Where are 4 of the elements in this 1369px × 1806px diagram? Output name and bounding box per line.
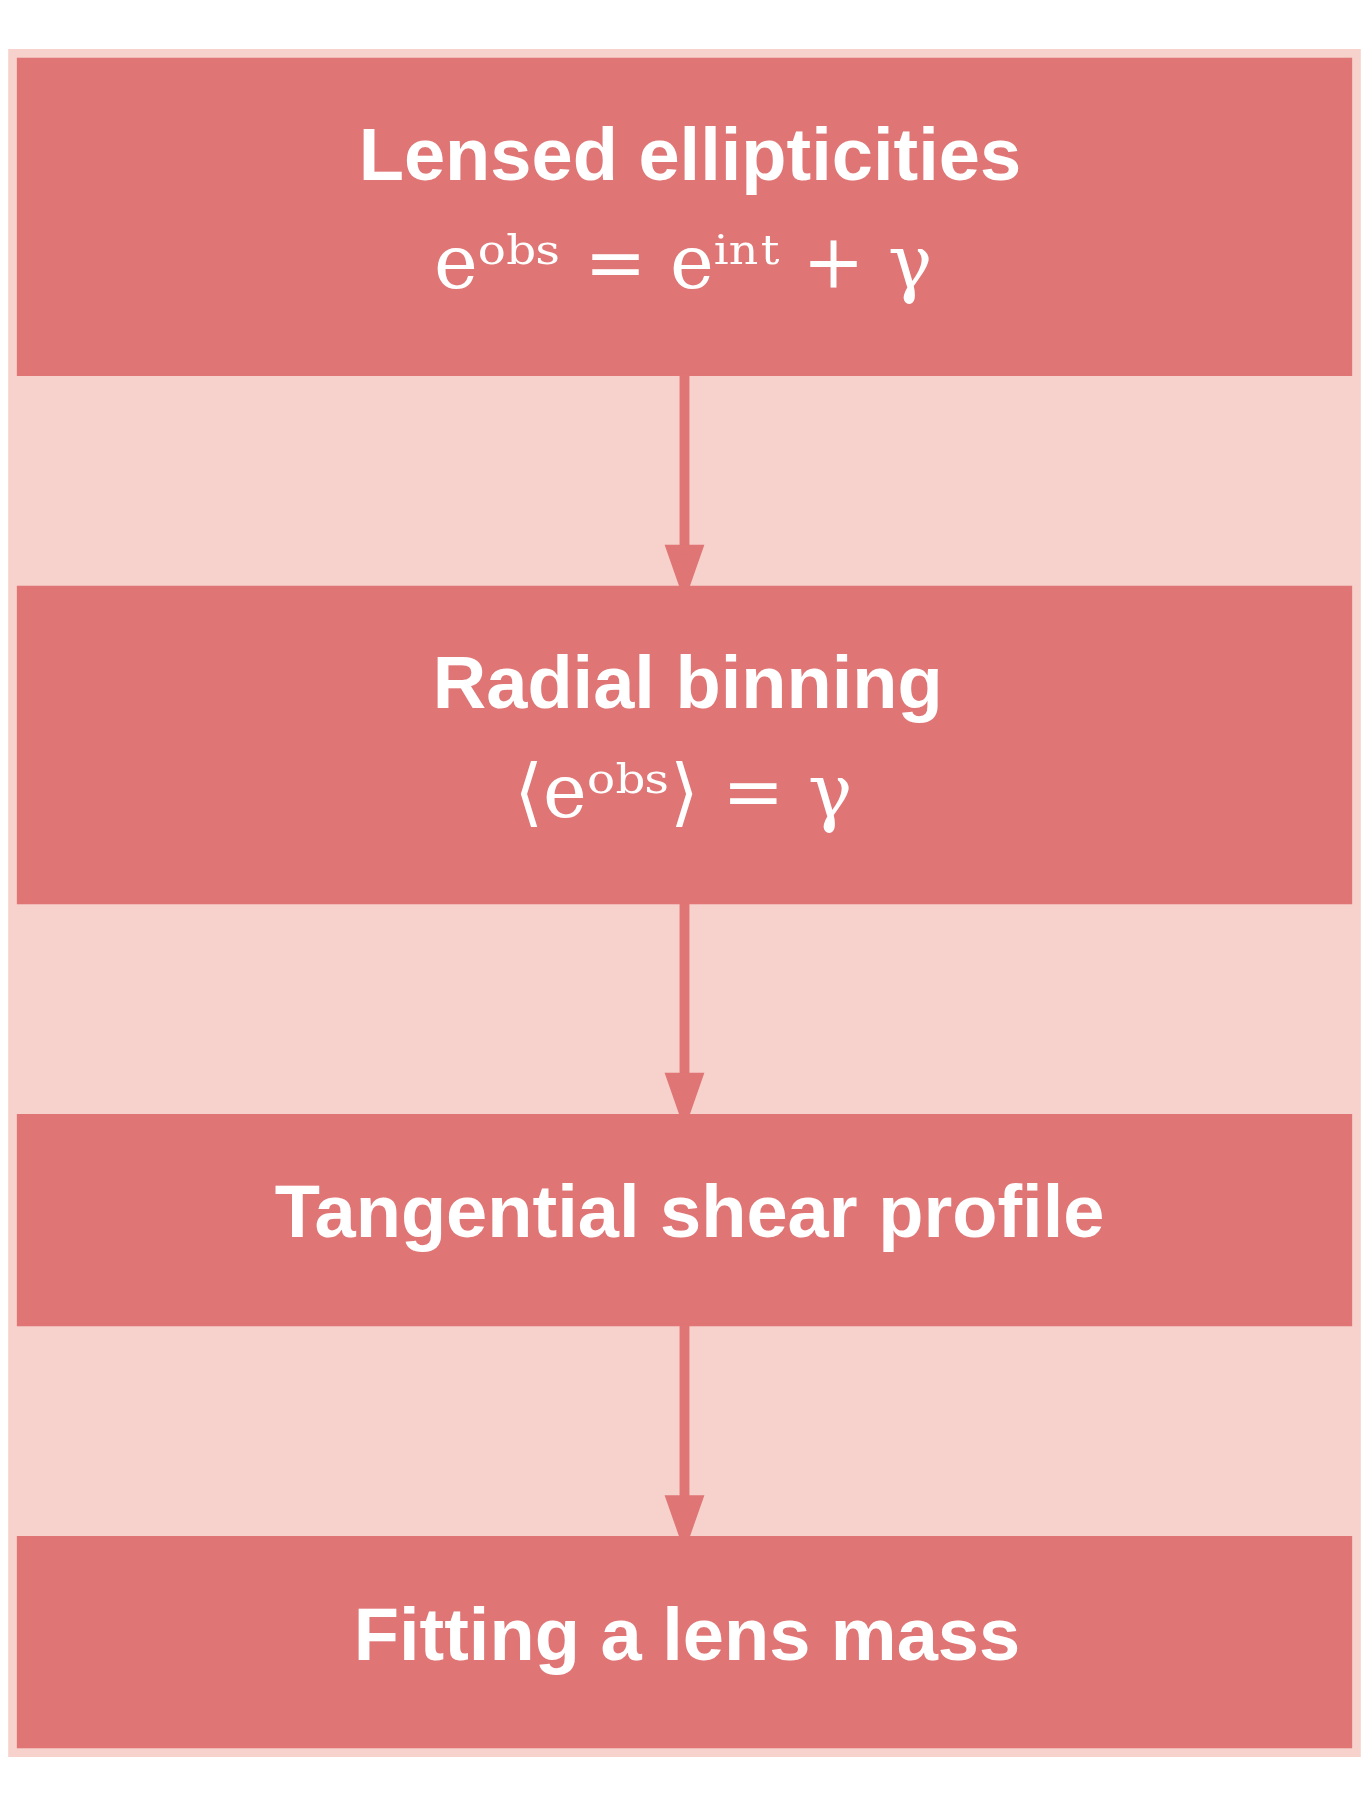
node-box: Fitting a lens mass xyxy=(16,1536,1353,1749)
node-box: Radial binning ⟨eᵒᵇˢ⟩ = γ xyxy=(16,585,1353,905)
node-box: Lensed ellipticities eᵒᵇˢ = eⁱⁿᵗ + γ xyxy=(16,57,1353,377)
node-box: Tangential shear profile xyxy=(16,1114,1353,1327)
